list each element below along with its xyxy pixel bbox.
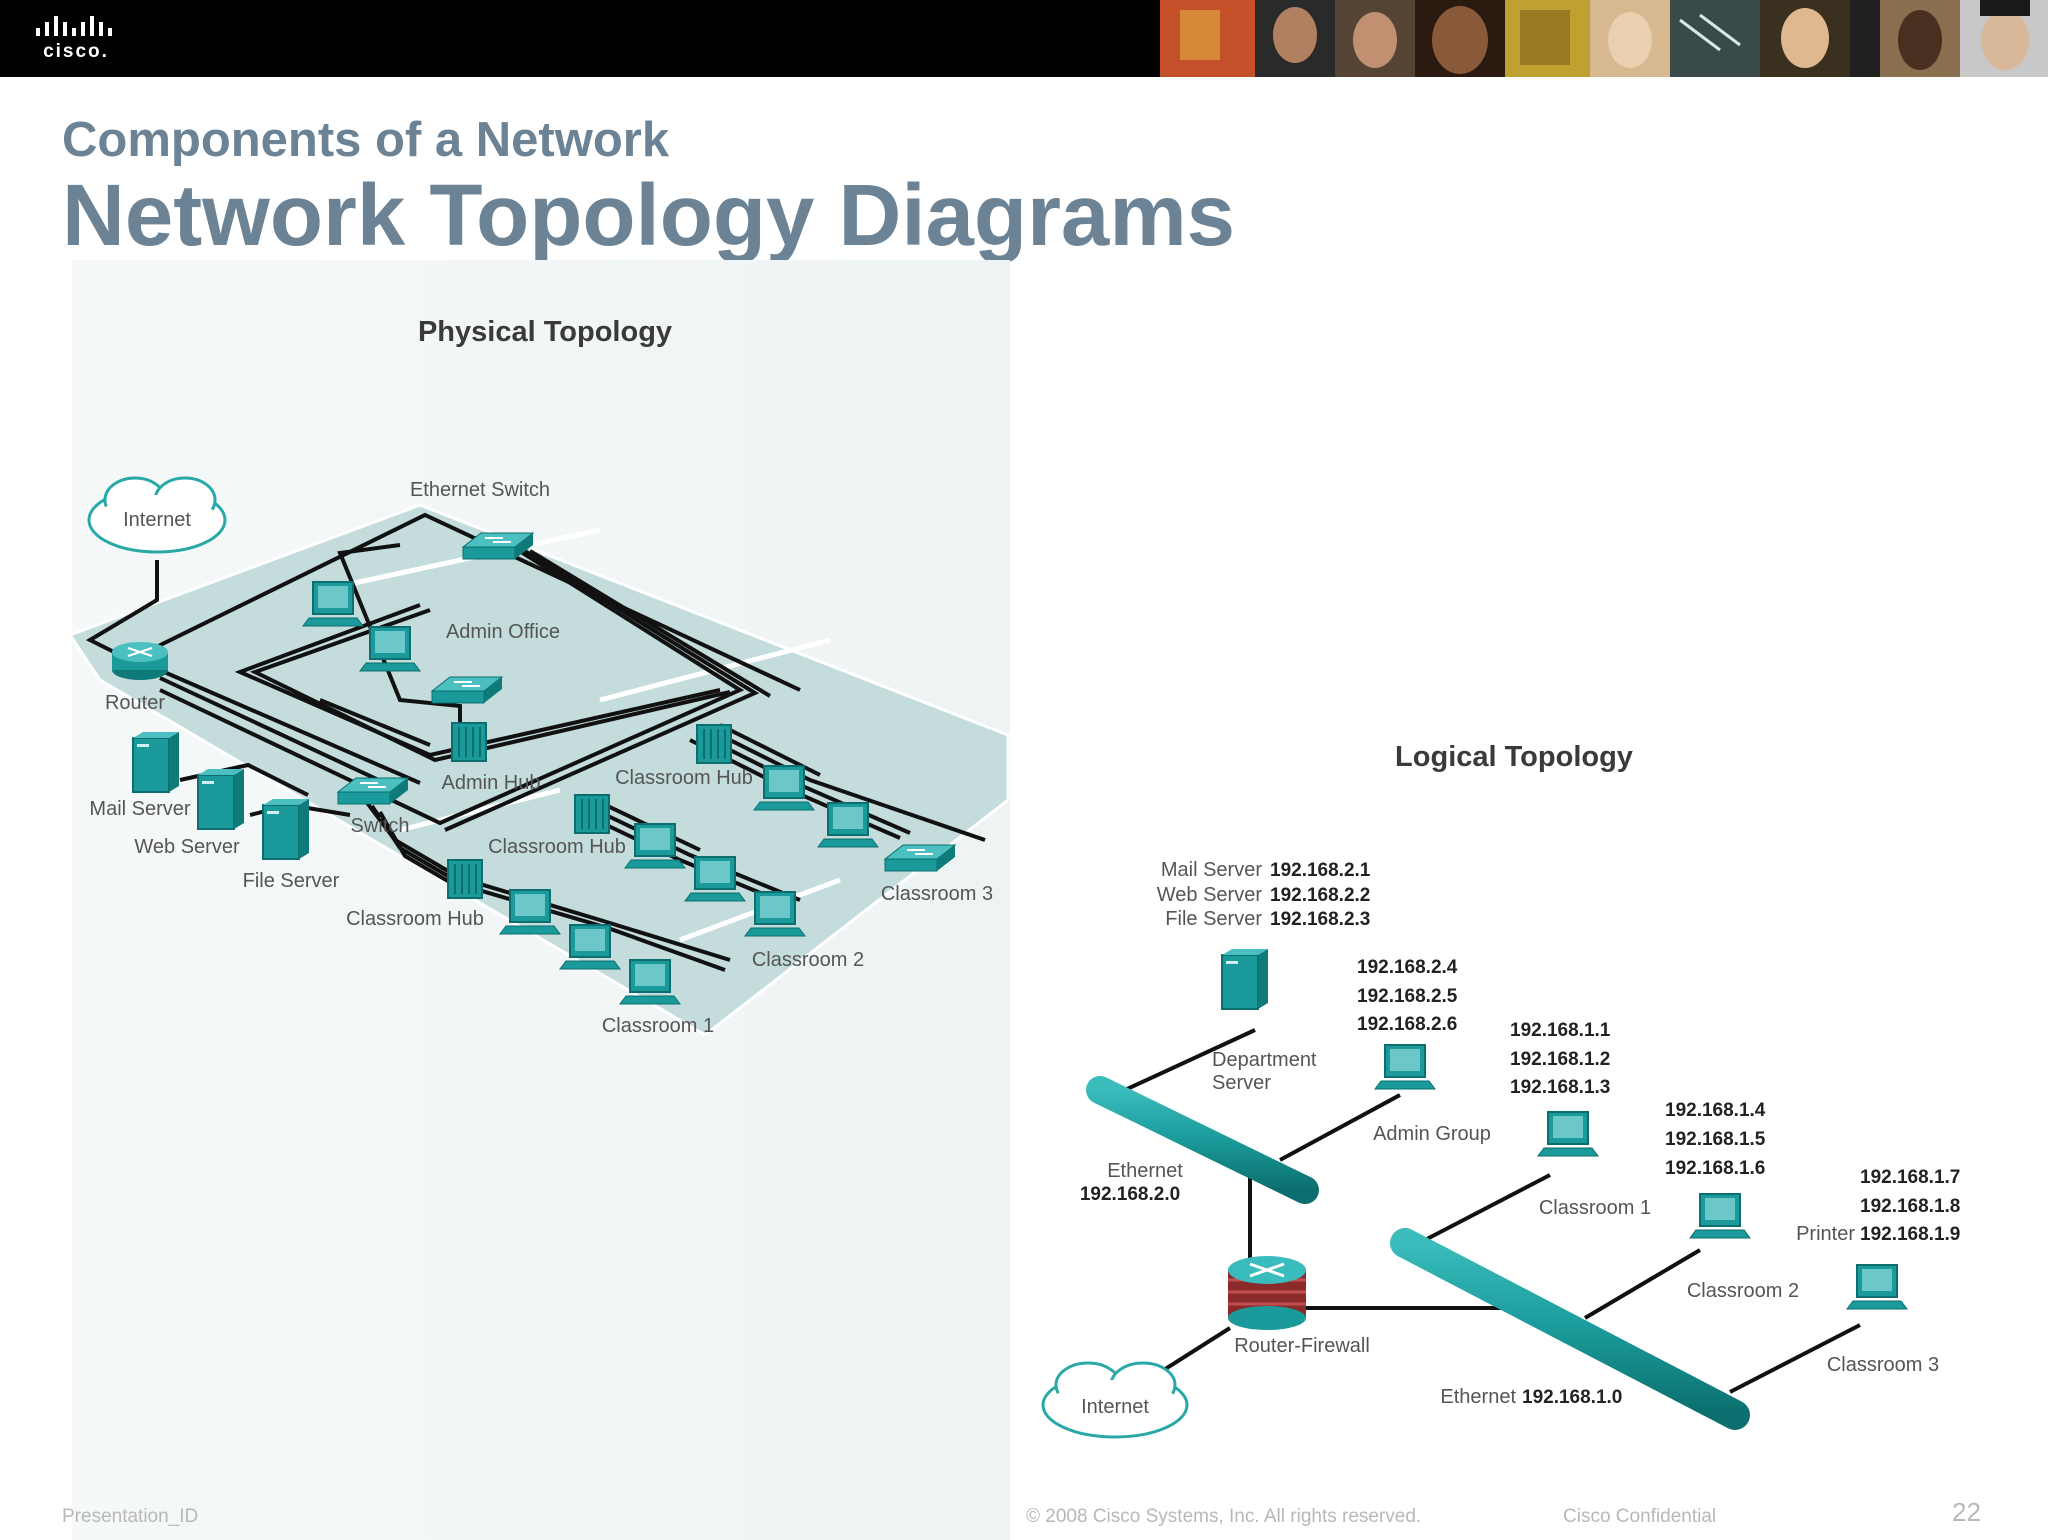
classroom-pc-icon — [619, 959, 681, 1005]
ethernet-1-label: Ethernet — [1440, 1386, 1516, 1408]
classroom-3-ip: 192.168.1.9 — [1860, 1224, 1960, 1245]
classroom-3-pc-icon — [1846, 1264, 1908, 1310]
file-server-icon — [262, 798, 310, 860]
file-server-label: File Server — [243, 870, 340, 892]
classroom-3-ip-list: 192.168.1.7 192.168.1.8 Printer 192.168.… — [1796, 1167, 1960, 1245]
physical-cabling — [85, 512, 986, 972]
admin-ip-list: 192.168.2.4 192.168.2.5 192.168.2.6 — [1357, 957, 1458, 1035]
presentation-id: Presentation_ID — [62, 1506, 199, 1527]
classroom-pc-icon — [753, 765, 815, 811]
web-server-label: Web Server — [134, 836, 240, 858]
copyright-notice: © 2008 Cisco Systems, Inc. All rights re… — [1026, 1506, 1422, 1527]
router-firewall-icon — [1228, 1256, 1306, 1330]
classroom-hub-icon — [696, 724, 732, 764]
classroom-1-ip: 192.168.1.2 — [1510, 1049, 1610, 1070]
mail-server-icon — [132, 731, 180, 793]
slide-title: Network Topology Diagrams — [62, 167, 1236, 264]
ethernet-2-ip: 192.168.2.0 — [1080, 1184, 1180, 1205]
switch-label: Switch — [351, 815, 410, 837]
file-server-name: File Server — [1165, 908, 1262, 930]
server-ip-list: Mail Server 192.168.2.1 Web Server 192.1… — [1157, 859, 1371, 930]
classroom-3-ip: 192.168.1.7 — [1860, 1167, 1960, 1188]
classroom-hub-label: Classroom Hub — [346, 908, 484, 930]
cisco-logo: cisco. — [34, 14, 118, 64]
classroom-2-pc-icon — [1689, 1193, 1751, 1239]
logical-classroom-1-label: Classroom 1 — [1539, 1197, 1651, 1219]
classroom-1-ip-list: 192.168.1.1 192.168.1.2 192.168.1.3 — [1510, 1020, 1611, 1098]
cisco-wordmark: cisco. — [43, 41, 109, 62]
mail-server-label: Mail Server — [89, 798, 190, 820]
classroom-2-ip: 192.168.1.4 — [1665, 1100, 1766, 1121]
internet-cloud-icon — [1041, 1361, 1189, 1439]
slide-subtitle: Components of a Network — [62, 113, 670, 167]
admin-ip: 192.168.2.4 — [1357, 957, 1458, 978]
logical-cabling — [1124, 1028, 1861, 1394]
department-server-label: Server — [1212, 1072, 1271, 1094]
classroom-hub-label: Classroom Hub — [488, 836, 626, 858]
ethernet-segment-2 — [1086, 1076, 1319, 1204]
admin-hub-label: Admin Hub — [442, 772, 541, 794]
admin-office-label: Admin Office — [446, 621, 560, 643]
web-server-name: Web Server — [1157, 884, 1263, 906]
logical-classroom-2-label: Classroom 2 — [1687, 1280, 1799, 1302]
classroom-1-label: Classroom 1 — [602, 1015, 714, 1037]
ethernet-1-ip: 192.168.1.0 — [1522, 1387, 1622, 1408]
web-server-ip: 192.168.2.2 — [1270, 885, 1370, 906]
physical-internet-label: Internet — [123, 509, 191, 531]
admin-group-pc-icon — [1374, 1044, 1436, 1090]
printer-label: Printer — [1796, 1223, 1855, 1245]
admin-ip: 192.168.2.5 — [1357, 986, 1458, 1007]
ethernet-segment-1 — [1390, 1228, 1750, 1430]
admin-pc-icon — [359, 626, 421, 672]
ethernet-switch-label: Ethernet Switch — [410, 479, 550, 501]
classroom-2-ip: 192.168.1.5 — [1665, 1129, 1766, 1150]
classroom-3-label: Classroom 3 — [881, 883, 993, 905]
classroom-pc-icon — [817, 802, 879, 848]
header-bar: cisco. — [0, 0, 2048, 77]
classroom-3-ip: 192.168.1.8 — [1860, 1196, 1960, 1217]
admin-pc-icon — [302, 581, 364, 627]
department-server-label: Department — [1212, 1049, 1317, 1071]
classroom-2-ip-list: 192.168.1.4 192.168.1.5 192.168.1.6 — [1665, 1100, 1766, 1179]
classroom-1-ip: 192.168.1.1 — [1510, 1020, 1611, 1041]
admin-hub-icon — [451, 722, 487, 762]
router-firewall-label: Router-Firewall — [1234, 1335, 1370, 1357]
floor-divider — [399, 787, 561, 833]
classroom-hub-icon — [447, 859, 483, 899]
logical-classroom-3-label: Classroom 3 — [1827, 1354, 1939, 1376]
classroom-pc-icon — [684, 856, 746, 902]
file-server-ip: 192.168.2.3 — [1270, 909, 1370, 930]
page-number: 22 — [1952, 1497, 1981, 1527]
ethernet-2-label: Ethernet — [1107, 1160, 1183, 1182]
classroom-2-ip: 192.168.1.6 — [1665, 1158, 1765, 1179]
router-label: Router — [105, 692, 165, 714]
mail-server-name: Mail Server — [1161, 859, 1262, 881]
classroom-1-pc-icon — [1537, 1111, 1599, 1157]
confidential-notice: Cisco Confidential — [1563, 1506, 1717, 1527]
classroom-hub-label: Classroom Hub — [615, 767, 753, 789]
classroom-hub-icon — [574, 794, 610, 834]
classroom-pc-icon — [744, 891, 806, 937]
logical-internet-label: Internet — [1081, 1396, 1149, 1418]
admin-ip: 192.168.2.6 — [1357, 1014, 1457, 1035]
router-icon — [112, 642, 168, 680]
classroom-pc-icon — [499, 889, 561, 935]
internet-cloud-icon — [87, 476, 227, 554]
classroom-2-label: Classroom 2 — [752, 949, 864, 971]
cisco-bars-icon — [36, 16, 112, 36]
classroom-pc-icon — [559, 924, 621, 970]
physical-topology-heading: Physical Topology — [418, 316, 672, 348]
classroom-pc-icon — [624, 823, 686, 869]
classroom-1-ip: 192.168.1.3 — [1510, 1077, 1610, 1098]
header-photo-strip — [1160, 0, 2048, 77]
logical-topology-heading: Logical Topology — [1395, 741, 1633, 773]
mail-server-ip: 192.168.2.1 — [1270, 860, 1371, 881]
web-server-icon — [197, 768, 245, 830]
admin-group-label: Admin Group — [1373, 1123, 1491, 1145]
department-server-icon — [1221, 948, 1269, 1010]
